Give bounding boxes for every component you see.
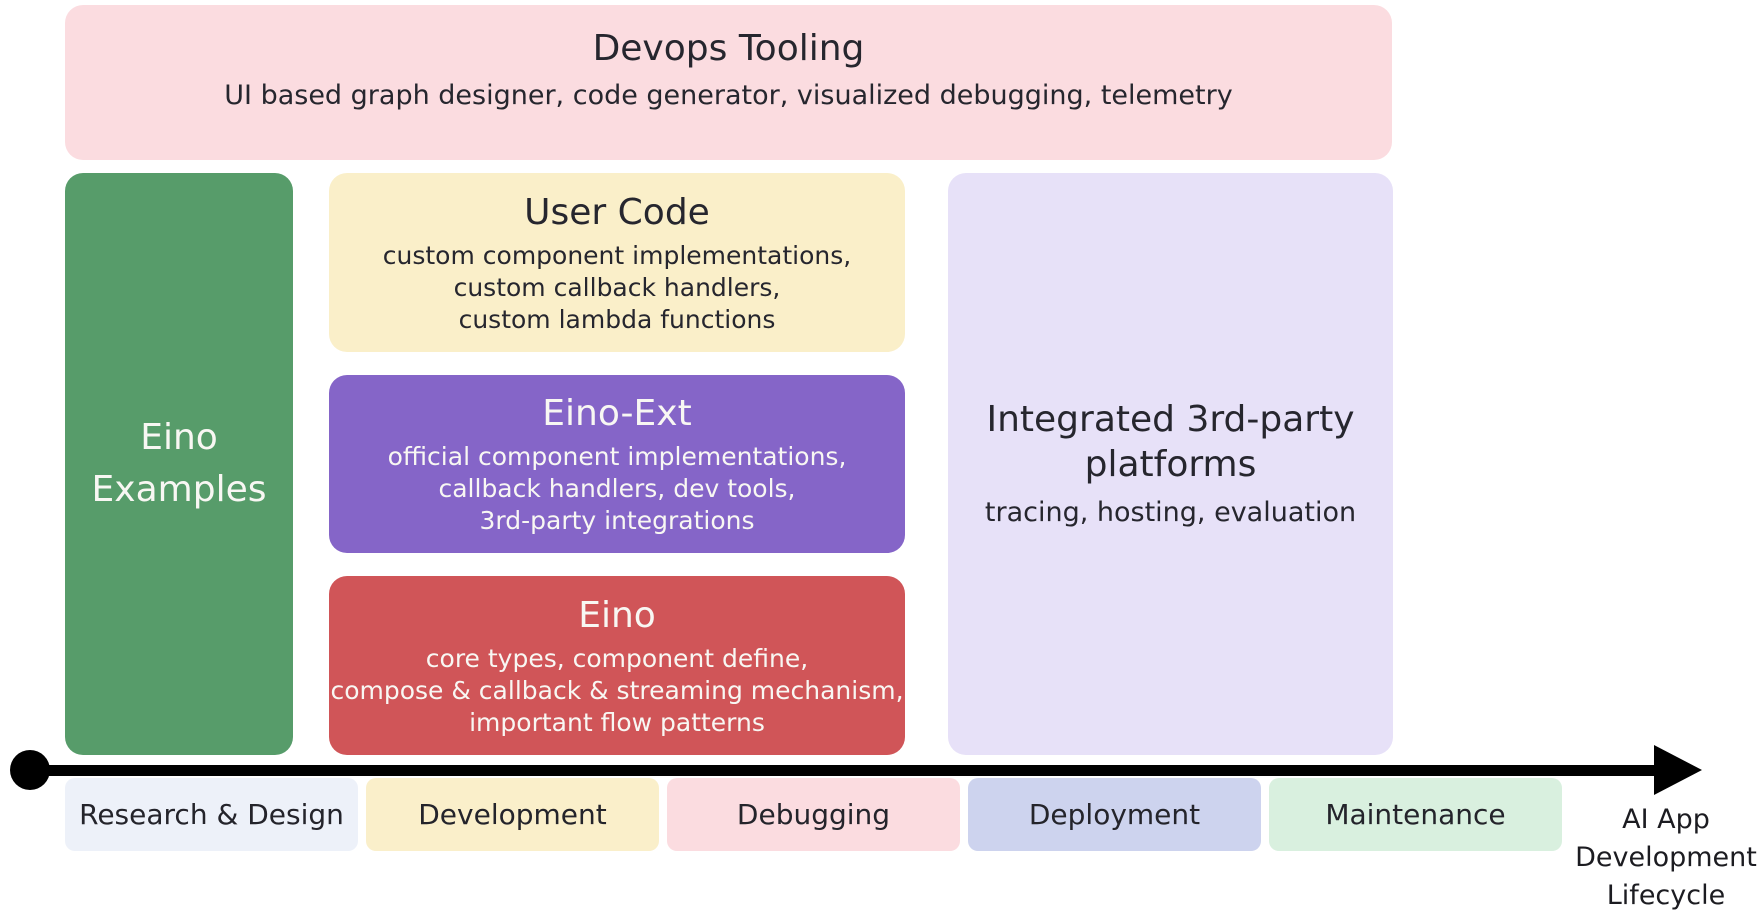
eino-examples-title: Eino Examples — [91, 416, 267, 510]
eino-core-title: Eino — [578, 594, 656, 636]
lifecycle-caption-line: Development — [1575, 842, 1757, 873]
eino-core-line: core types, component define, — [425, 643, 809, 673]
eino-ext-line: official component implementations, — [387, 442, 847, 471]
eino-ext-line: 3rd-party integrations — [479, 506, 755, 535]
stage-debugging: Debugging — [667, 778, 960, 851]
eino-core-line: important flow patterns — [469, 707, 765, 737]
lifecycle-caption-line: AI App — [1622, 804, 1710, 835]
user-code-box: User Code custom component implementatio… — [329, 173, 905, 352]
platforms-subtitle: tracing, hosting, evaluation — [984, 497, 1357, 529]
stage-label: Deployment — [1028, 798, 1201, 831]
lifecycle-caption-line: Lifecycle — [1606, 880, 1726, 911]
stage-maintenance: Maintenance — [1269, 778, 1562, 851]
stage-deployment: Deployment — [968, 778, 1261, 851]
timeline-axis-line — [28, 765, 1655, 776]
platforms-title: Integrated 3rd-party platforms — [986, 399, 1355, 486]
eino-core-box: Eino core types, component define, compo… — [329, 576, 905, 755]
stage-research-design: Research & Design — [65, 778, 358, 851]
eino-ext-title: Eino-Ext — [542, 393, 692, 434]
devops-tooling-subtitle: UI based graph designer, code generator,… — [224, 79, 1233, 111]
user-code-line: custom lambda functions — [458, 304, 776, 334]
stage-label: Development — [418, 798, 607, 831]
devops-tooling-title: Devops Tooling — [592, 27, 865, 69]
devops-tooling-box: Devops Tooling UI based graph designer, … — [65, 5, 1392, 160]
eino-core-line: compose & callback & streaming mechanism… — [330, 675, 904, 705]
eino-ext-box: Eino-Ext official component implementati… — [329, 375, 905, 553]
stage-label: Debugging — [736, 798, 891, 831]
eino-examples-box: Eino Examples — [65, 173, 293, 755]
stage-development: Development — [366, 778, 659, 851]
user-code-title: User Code — [524, 191, 710, 233]
timeline-arrowhead-icon — [1654, 745, 1702, 795]
eino-ext-line: callback handlers, dev tools, — [438, 474, 796, 503]
user-code-line: custom callback handlers, — [453, 272, 781, 302]
lifecycle-caption: AI App Development Lifecycle — [1570, 801, 1760, 915]
stage-label: Research & Design — [79, 798, 344, 831]
platforms-box: Integrated 3rd-party platforms tracing, … — [948, 173, 1393, 755]
stage-label: Maintenance — [1325, 798, 1506, 831]
user-code-line: custom component implementations, — [382, 240, 852, 270]
